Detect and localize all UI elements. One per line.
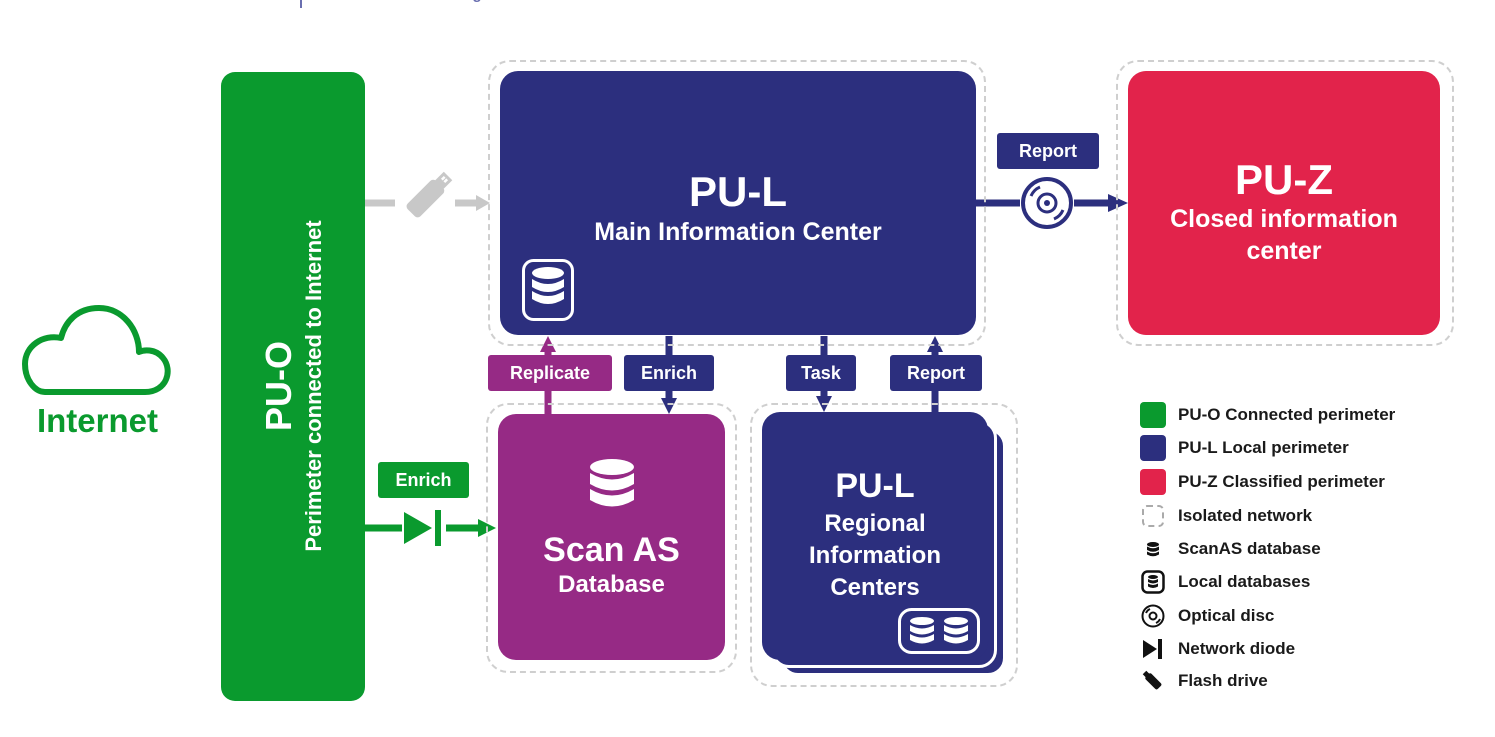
isolated-network-main	[488, 60, 986, 346]
navy-square-icon	[1140, 435, 1166, 461]
scanas-database-icon	[590, 459, 634, 507]
legend-item-puz: PU-Z Classified perimeter	[1140, 469, 1385, 495]
legend-item-diode: Network diode	[1140, 636, 1295, 662]
regional-title: PU-L	[835, 467, 915, 505]
disc-connector	[976, 194, 1128, 212]
isolated-network-scan	[486, 403, 737, 673]
legend-item-optical-disc: Optical disc	[1140, 603, 1274, 629]
flash-drive-connector	[365, 195, 490, 211]
puz-subtitle-line2: center	[1246, 237, 1322, 265]
legend-item-isolated: Isolated network	[1140, 503, 1312, 529]
enrich-tag-diode: Enrich	[378, 462, 469, 498]
local-database-icon	[1140, 569, 1166, 595]
dashed-square-icon	[1140, 503, 1166, 529]
puo-title: PU-O	[258, 341, 299, 431]
flash-drive-icon	[1140, 668, 1166, 694]
header-caption: Fran ScanAS in investigations	[300, 0, 526, 8]
legend-label: Isolated network	[1178, 506, 1313, 525]
enrich-tag-main: Enrich	[624, 355, 714, 391]
network-diode-icon	[1140, 636, 1166, 662]
task-tag: Task	[786, 355, 856, 391]
legend-item-flash-drive: Flash drive	[1140, 668, 1268, 694]
legend-label: PU-Z Classified perimeter	[1178, 472, 1385, 491]
puo-subtitle: Perimeter connected to Internet	[301, 220, 326, 552]
isolated-network-puz	[1116, 60, 1454, 346]
database-icon	[1140, 536, 1166, 562]
scan-db-subtitle: Database	[558, 571, 665, 598]
puz-box: PU-Z Closed information center	[1128, 71, 1440, 335]
puo-box: PU-O Perimeter connected to Internet	[221, 72, 365, 701]
network-diode-icon	[404, 510, 441, 546]
regional-line3: Centers	[830, 574, 920, 601]
legend-label: Network diode	[1178, 639, 1296, 658]
green-square-icon	[1140, 402, 1166, 428]
legend-label: ScanAS database	[1178, 539, 1321, 558]
legend-item-puo: PU-O Connected perimeter	[1140, 402, 1395, 428]
scan-db-title: Scan AS	[543, 531, 680, 569]
legend-label: Local databases	[1178, 572, 1311, 591]
report-tag-top: Report	[997, 133, 1099, 169]
legend-label: PU-O Connected perimeter	[1178, 405, 1396, 424]
puo-text: PU-O Perimeter connected to Internet	[258, 106, 328, 666]
regional-line1: Regional	[824, 510, 926, 537]
flash-drive-icon	[406, 171, 453, 218]
regional-line2: Information	[809, 542, 941, 569]
local-databases-icon	[898, 608, 980, 654]
database-icon	[522, 259, 574, 321]
replicate-tag: Replicate	[488, 355, 612, 391]
main-center-box: PU-L Main Information Center	[500, 71, 976, 335]
legend-label: Flash drive	[1178, 671, 1268, 690]
legend-item-pul: PU-L Local perimeter	[1140, 435, 1349, 461]
regional-box: PU-L Regional Information Centers	[762, 412, 988, 660]
optical-disc-icon	[1140, 603, 1166, 629]
legend-label: PU-L Local perimeter	[1178, 438, 1349, 457]
isolated-network-regional	[750, 403, 1018, 687]
report-tag-regional: Report	[890, 355, 982, 391]
legend-item-local-db: Local databases	[1140, 569, 1310, 595]
scan-db-box: Scan AS Database	[498, 414, 725, 660]
legend-item-scanas-db: ScanAS database	[1140, 536, 1321, 562]
legend-label: Optical disc	[1178, 606, 1275, 625]
main-center-title: PU-L	[689, 168, 787, 215]
puz-title: PU-Z	[1235, 156, 1333, 203]
main-center-subtitle: Main Information Center	[594, 218, 882, 246]
optical-disc-icon	[1021, 177, 1073, 229]
puz-subtitle-line1: Closed information	[1170, 205, 1398, 233]
cloud-icon	[22, 305, 171, 395]
internet-label: Internet	[36, 402, 158, 439]
red-square-icon	[1140, 469, 1166, 495]
